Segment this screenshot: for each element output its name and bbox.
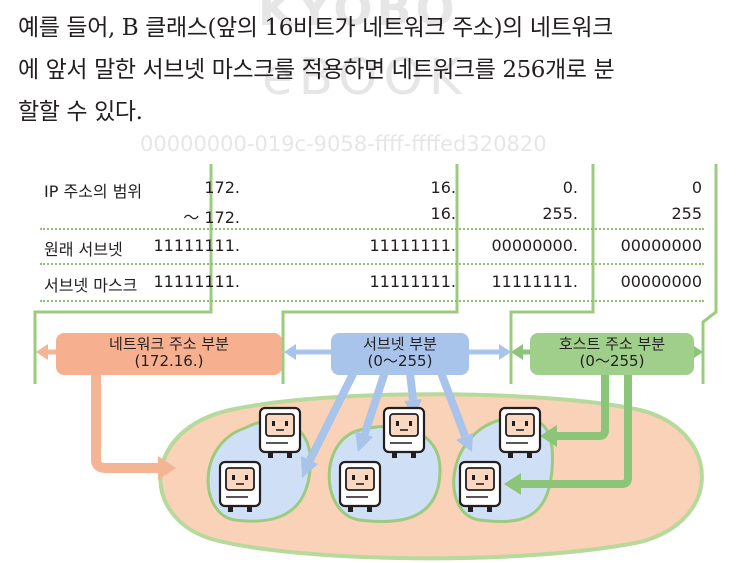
table-cell: ～ 172.: [183, 208, 240, 227]
table-cell: 11111111.: [153, 272, 240, 291]
host-box-title: 호스트 주소 부분: [558, 335, 666, 353]
subnet-box: 서브넷 부분 (0～255): [331, 333, 469, 375]
column-divider-lines: [33, 164, 718, 384]
row-label: 서브넷 마스크: [44, 276, 138, 295]
computer-icon: [338, 460, 382, 514]
network-route-arrow: [91, 368, 176, 480]
computer-icon: [218, 460, 262, 514]
computer-icon: [498, 406, 542, 460]
table-cell: 16.: [430, 178, 456, 197]
table-divider: [40, 263, 704, 265]
watermark-id: 00000000-019c-9058-ffff-ffffed320820: [140, 132, 547, 156]
host-address-box: 호스트 주소 부분 (0～255): [530, 333, 694, 375]
table-cell: 0.: [562, 178, 578, 197]
ip-address-table: IP 주소의 범위 172. 16. 0. 0 ～ 172. 16. 255. …: [40, 174, 704, 302]
table-cell: 00000000: [620, 236, 702, 255]
table-cell: 11111111.: [153, 236, 240, 255]
subnet-box-range: (0～255): [367, 352, 433, 370]
network-box-title: 네트워크 주소 부분: [109, 335, 229, 353]
host-box-range: (0～255): [579, 352, 645, 370]
table-row: 서브넷 마스크 11111111. 11111111. 11111111. 00…: [40, 268, 704, 296]
watermark-brand: KYOBO: [258, 0, 459, 36]
computer-icon: [382, 406, 426, 460]
subnet-route-arrows: [301, 368, 473, 478]
table-cell: 16.: [430, 204, 456, 223]
row-label: 원래 서브넷: [44, 240, 123, 259]
computer-icon: [458, 460, 502, 514]
table-cell: 172.: [204, 178, 240, 197]
body-paragraph: 예를 들어, B 클래스(앞의 16비트가 네트워크 주소)의 네트워크 에 앞…: [18, 10, 738, 136]
table-cell: 11111111.: [369, 236, 456, 255]
table-row: IP 주소의 범위 172. 16. 0. 0 ～ 172. 16. 255. …: [40, 174, 704, 228]
paragraph-line: 에 앞서 말한 서브넷 마스크를 적용하면 네트워크를 256개로 분: [18, 57, 615, 83]
computer-icon: [258, 406, 302, 460]
table-cell: 11111111.: [369, 272, 456, 291]
table-row: 원래 서브넷 11111111. 11111111. 00000000. 000…: [40, 232, 704, 260]
table-cell: 0: [691, 178, 702, 197]
network-box-range: (172.16.): [134, 352, 204, 370]
row-label: IP 주소의 범위: [44, 182, 143, 201]
paragraph-line: 예를 들어, B 클래스(앞의 16비트가 네트워크 주소)의 네트워크: [18, 15, 613, 41]
table-cell: 00000000.: [491, 236, 578, 255]
table-cell: 255.: [542, 204, 578, 223]
table-divider: [40, 228, 704, 230]
watermark-sub: eBOOK: [262, 48, 468, 106]
host-route-arrowheads: [504, 425, 557, 495]
table-cell: 00000000: [620, 272, 702, 291]
subnet-box-title: 서브넷 부분: [363, 335, 437, 353]
host-route-arrows: [520, 372, 632, 488]
table-cell: 255: [671, 204, 702, 223]
table-divider: [40, 300, 704, 302]
table-cell: 11111111.: [491, 272, 578, 291]
network-address-box: 네트워크 주소 부분 (172.16.): [56, 333, 282, 375]
paragraph-line: 할할 수 있다.: [18, 99, 143, 125]
